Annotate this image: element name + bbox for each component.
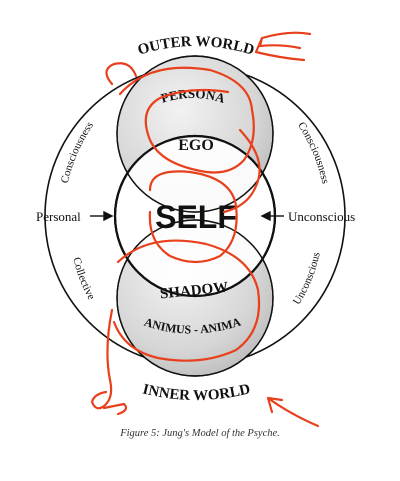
- arrow-left: [90, 210, 114, 222]
- annotation-arrow-top-right: [254, 31, 312, 62]
- outer-world-label: OUTER WORLD: [136, 34, 256, 59]
- personal-label: Personal: [36, 209, 81, 224]
- ego-label: EGO: [178, 137, 214, 154]
- self-label: SELF: [155, 199, 237, 235]
- unconscious-right-label: Unconscious: [288, 209, 355, 224]
- inner-world-label: INNER WORLD: [141, 381, 252, 404]
- annotation-persona-loop: [118, 66, 255, 174]
- red-annotation-marks: [90, 31, 320, 428]
- annotation-shadow-loop: [112, 239, 261, 362]
- annotation-left-line: [90, 308, 114, 410]
- shadow-label: SHADOW: [159, 279, 229, 302]
- figure-caption: Figure 5: Jung's Model of the Psyche.: [120, 428, 280, 439]
- annotation-arrow-bottom-right: [266, 396, 320, 428]
- consciousness-right-label: Consciousness: [295, 120, 331, 185]
- annotation-swirl-top-left: [105, 62, 138, 86]
- annotation-self-loop: [148, 170, 238, 264]
- arrow-right: [260, 210, 284, 222]
- consciousness-left-label: Consciousness: [59, 120, 96, 185]
- annotation-ego-loop: [222, 128, 261, 214]
- unconscious-lower-right-label: Unconscious: [291, 251, 323, 307]
- collective-label: Collective: [70, 256, 97, 302]
- annotation-arrow-bottom-left: [102, 402, 128, 416]
